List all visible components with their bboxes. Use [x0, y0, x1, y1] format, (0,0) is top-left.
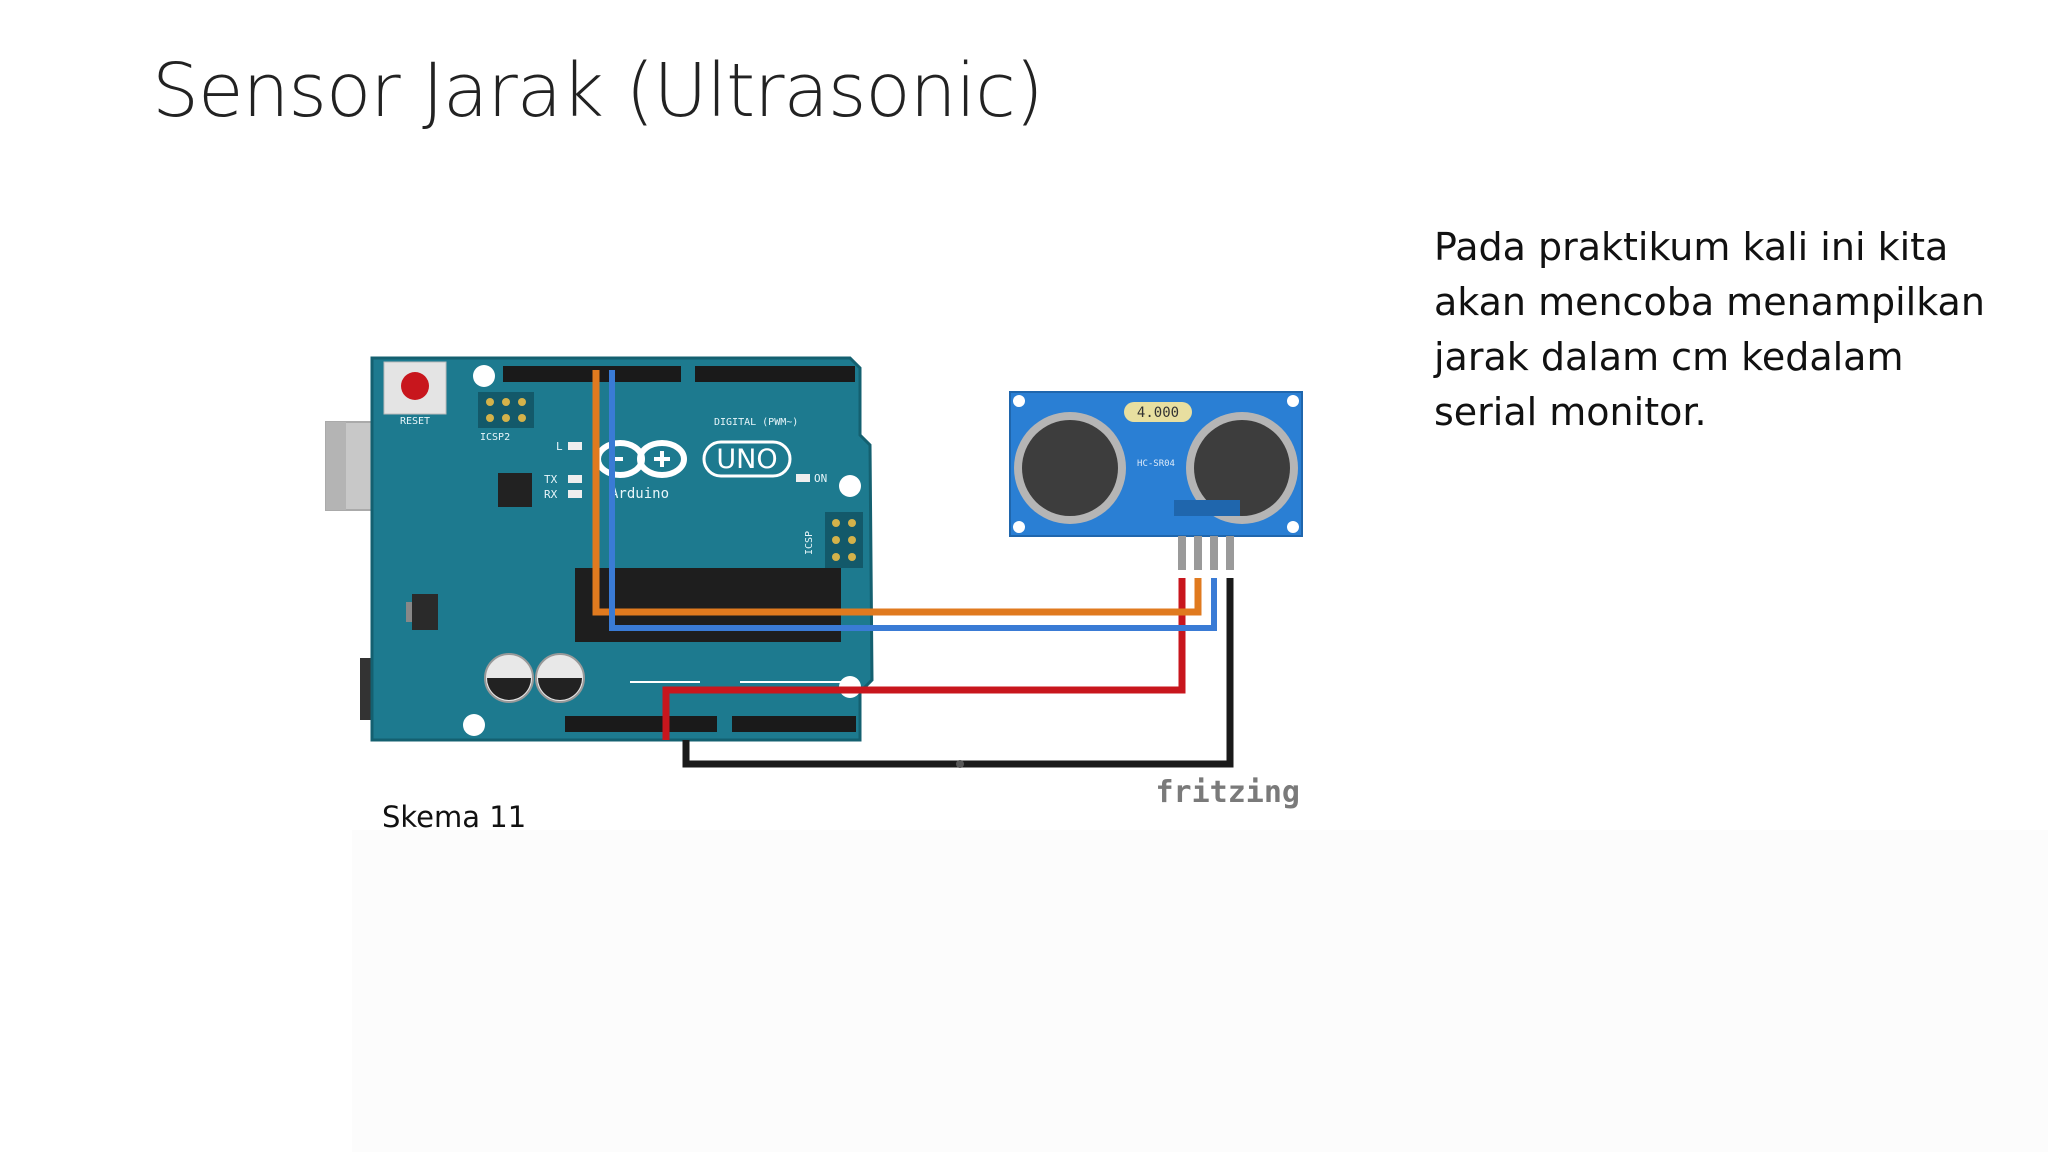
sensor-model: HC-SR04 [1137, 459, 1175, 469]
wire-orange [592, 370, 1202, 616]
led-rx-label: RX [544, 488, 558, 501]
icsp-label: ICSP [804, 531, 815, 555]
digital-header [503, 366, 855, 382]
voltage-regulator [412, 594, 438, 630]
fritzing-watermark: fritzing [1156, 775, 1301, 810]
icsp2-label: ICSP2 [480, 432, 510, 443]
icsp-header [825, 512, 863, 568]
slide-title: Sensor Jarak (Ultrasonic) [152, 48, 1044, 134]
arduino-board [370, 356, 874, 742]
digital-label: DIGITAL (PWM~) [714, 417, 798, 428]
capacitor [484, 653, 585, 703]
analog-header [732, 716, 856, 732]
arduino-brand-text: Arduino [610, 486, 669, 502]
usb-chip [498, 473, 532, 507]
ultrasonic-sensor [1009, 391, 1303, 570]
wire-blue [609, 370, 1217, 631]
reset-label: RESET [400, 416, 430, 427]
background-panel [352, 830, 2048, 1152]
figure-caption: Skema 11 [382, 800, 527, 834]
led-l-label: L [556, 440, 563, 453]
power-header [565, 716, 717, 732]
sensor-display: 4.000 [1137, 405, 1179, 421]
slide-body-text: Pada praktikum kali ini kita akan mencob… [1434, 225, 1985, 434]
wiring-diagram: RESET ICSP2 DIGITAL (PWM~) L TX RX ON [320, 340, 1320, 830]
uno-logo-text: UNO [716, 444, 777, 475]
arduino-logo-icon [595, 440, 792, 478]
led-tx-label: TX [544, 473, 558, 486]
on-label: ON [814, 472, 827, 485]
icsp2-header [478, 392, 534, 428]
wire-red [662, 578, 1186, 740]
